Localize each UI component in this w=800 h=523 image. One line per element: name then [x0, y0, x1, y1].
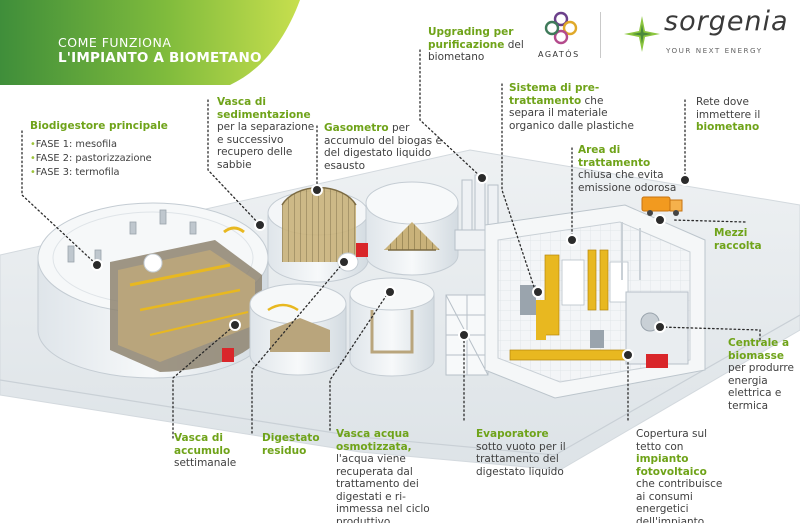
phase-2: •FASE 2: pastorizzazione	[30, 152, 190, 166]
header-kicker: COME FUNZIONA	[58, 35, 262, 50]
treatment-building	[485, 205, 705, 398]
label-evaporatore-title: Evaporatore	[476, 428, 576, 441]
phase-1: •FASE 1: mesofila	[30, 138, 190, 152]
label-digestato-title: Digestato residuo	[262, 432, 320, 457]
label-mezzi-title: Mezzi raccolta	[714, 227, 762, 252]
sedimentation-tank	[268, 188, 368, 282]
label-centrale-title: Centrale a biomasse	[728, 337, 794, 362]
label-rete-bold: biometano	[696, 121, 759, 133]
label-rete: Rete dove immettere il biometano	[696, 96, 776, 134]
label-copertura-text1: Copertura sul tetto con	[636, 428, 707, 453]
label-centrale: Centrale a biomasse per produrre energia…	[728, 337, 794, 412]
label-upgrading-title: Upgrading per purificazione	[428, 26, 513, 51]
label-vasca-sedimentazione-text: per la separazione e successivo recupero…	[217, 121, 315, 171]
agatos-wordmark: AGATÓS	[538, 50, 580, 59]
label-vasca-accumulo: Vasca di accumulo settimanale	[174, 432, 244, 470]
label-area-trattamento-title: Area di trattamento	[578, 144, 678, 169]
label-copertura-text2: che contribuisce ai consumi energetici d…	[636, 478, 722, 523]
label-mezzi: Mezzi raccolta	[714, 227, 774, 252]
label-evaporatore-text: sotto vuoto per il trattamento del diges…	[476, 441, 576, 479]
gasometer	[366, 182, 458, 275]
label-rete-text: Rete dove immettere il	[696, 96, 760, 121]
header-title: L'IMPIANTO A BIOMETANO	[58, 50, 262, 67]
sorgenia-tagline: YOUR NEXT ENERGY	[666, 46, 763, 55]
label-copertura: Copertura sul tetto con impianto fotovol…	[636, 428, 728, 523]
label-biodigestore: Biodigestore principale •FASE 1: mesofil…	[30, 120, 190, 180]
label-biodigestore-title: Biodigestore principale	[30, 120, 190, 133]
sorgenia-wordmark: sorgenia	[664, 6, 789, 37]
label-vasca-sedimentazione-title: Vasca di sedimentazione	[217, 96, 315, 121]
logo-separator	[600, 12, 601, 58]
label-vasca-sedimentazione: Vasca di sedimentazione per la separazio…	[217, 96, 315, 171]
sorgenia-star-icon	[624, 16, 660, 52]
label-copertura-bold: impianto fotovoltaico	[636, 453, 707, 478]
header: COME FUNZIONA L'IMPIANTO A BIOMETANO	[58, 35, 262, 67]
label-vasca-acqua-title: Vasca acqua osmotizzata,	[336, 428, 412, 453]
agatos-logo-icon	[546, 13, 576, 43]
label-centrale-text: per produrre energia elettrica e termica	[728, 362, 794, 412]
label-area-trattamento-text: chiusa che evita emissione odorosa	[578, 169, 678, 194]
label-digestato: Digestato residuo	[262, 432, 322, 457]
label-vasca-acqua: Vasca acqua osmotizzata, l'acqua viene r…	[336, 428, 444, 523]
label-upgrading: Upgrading per purificazione del biometan…	[428, 26, 528, 64]
phase-3: •FASE 3: termofila	[30, 166, 190, 180]
label-gasometro: Gasometro per accumulo del biogas e del …	[324, 122, 444, 172]
label-vasca-accumulo-text: settimanale	[174, 457, 244, 470]
label-vasca-acqua-text: l'acqua viene recuperata dal trattamento…	[336, 453, 430, 523]
label-area-trattamento: Area di trattamento chiusa che evita emi…	[578, 144, 678, 194]
label-gasometro-title: Gasometro	[324, 122, 389, 134]
label-pretrattamento: Sistema di pre-trattamento che separa il…	[509, 82, 634, 132]
label-evaporatore: Evaporatore sotto vuoto per il trattamen…	[476, 428, 576, 478]
label-vasca-accumulo-title: Vasca di accumulo	[174, 432, 244, 457]
